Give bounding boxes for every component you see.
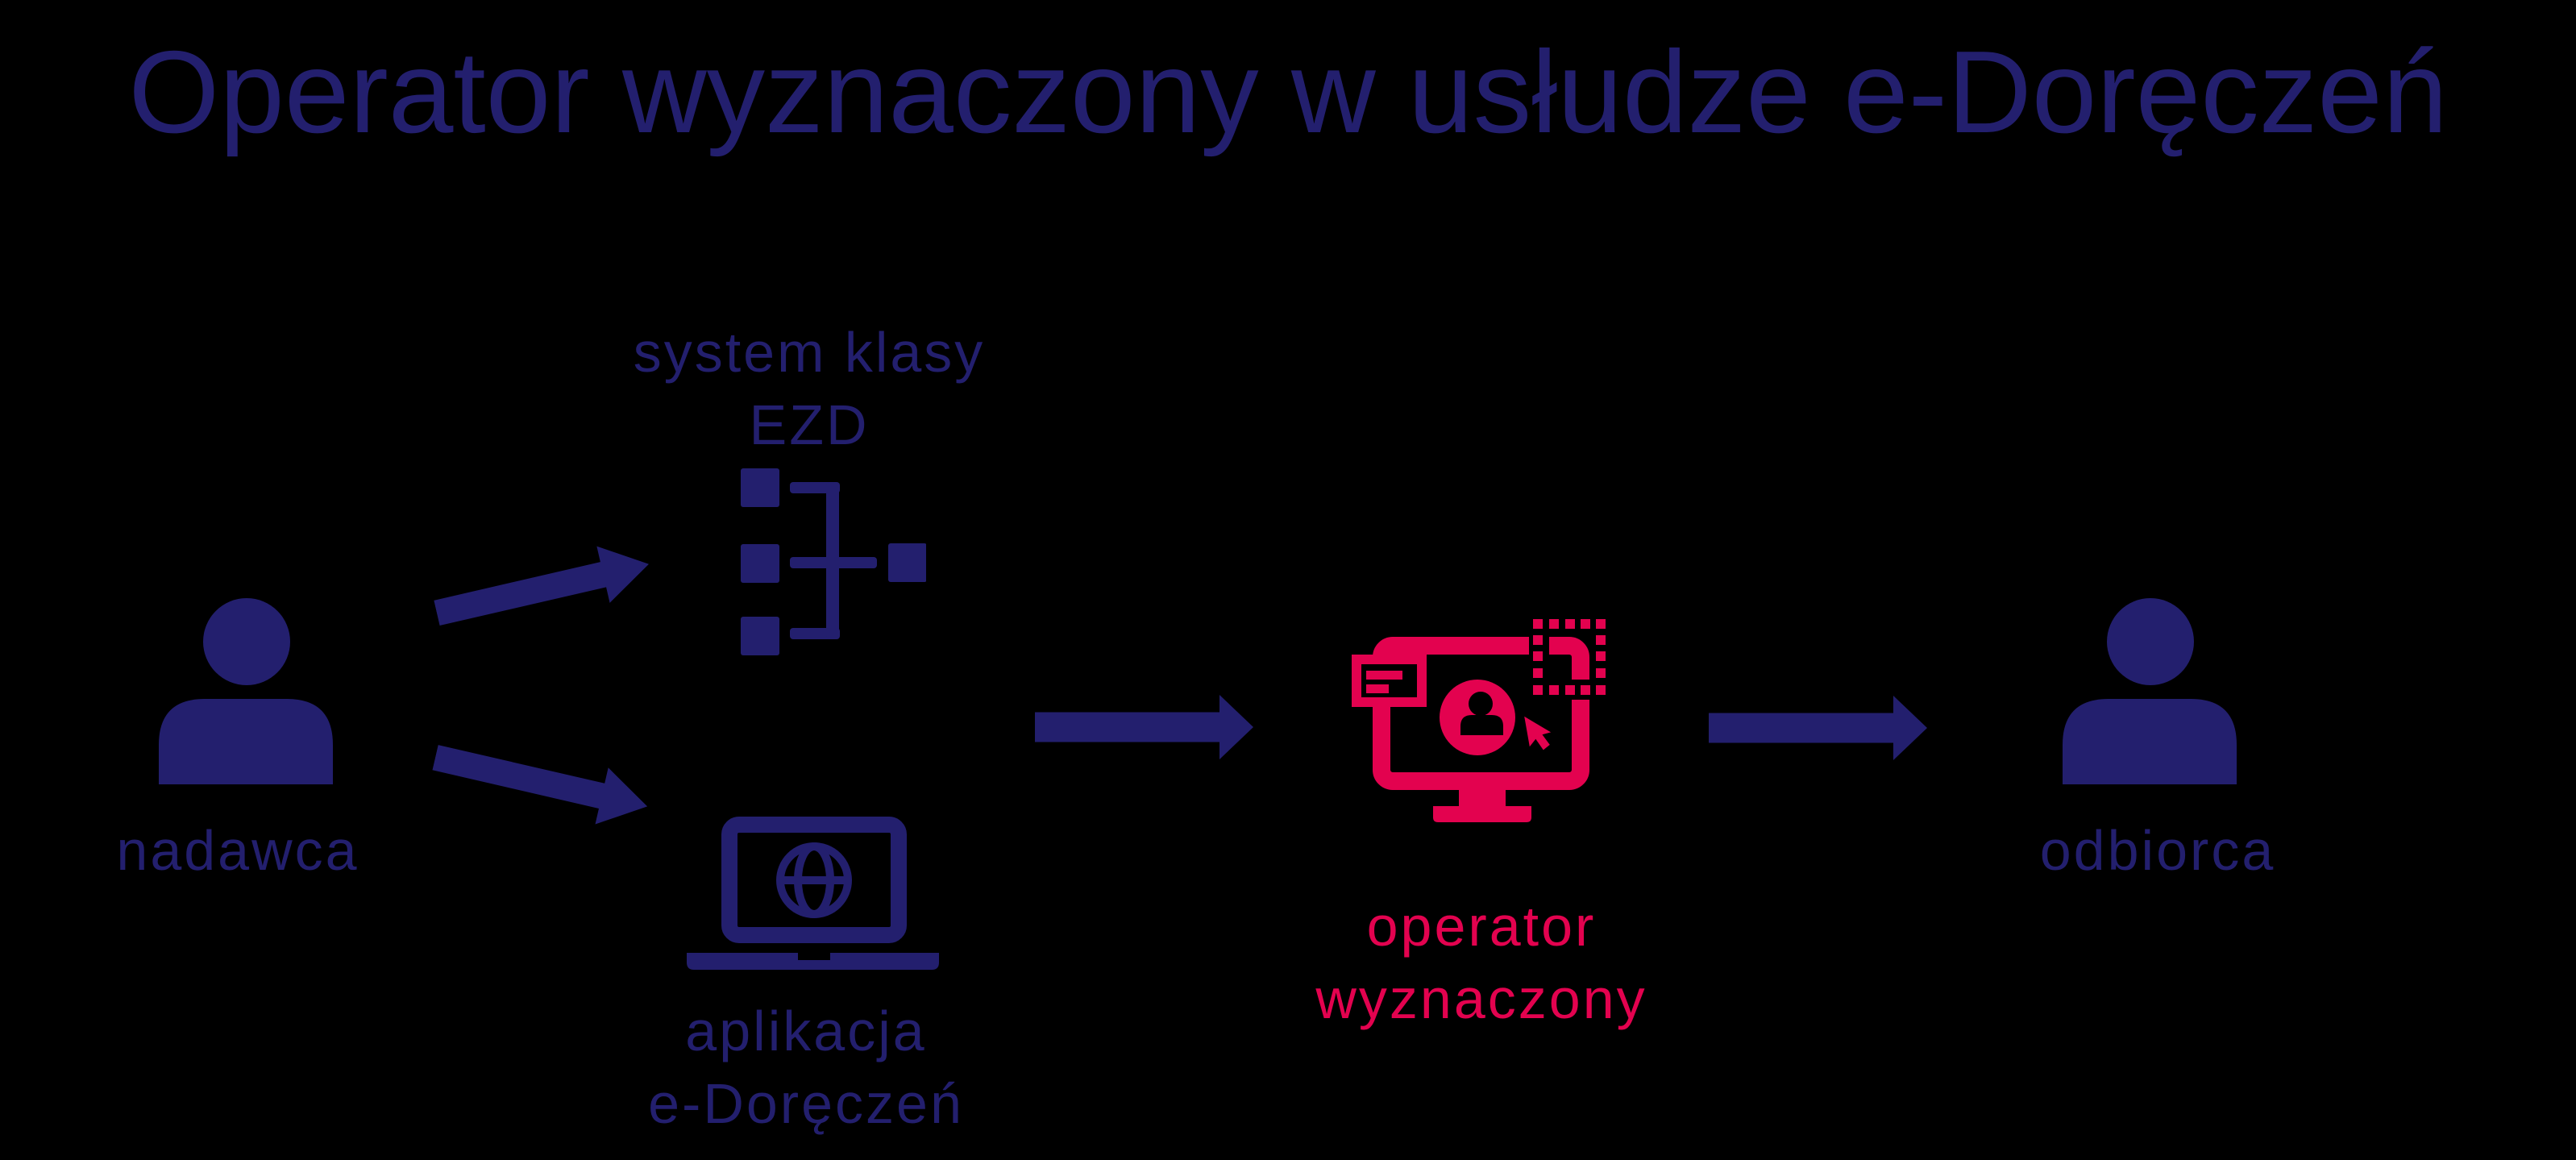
- sender-to-app-arrow: [428, 729, 654, 840]
- node-square: [741, 544, 779, 583]
- node-square: [741, 617, 779, 655]
- user-badge-head: [1469, 692, 1493, 716]
- node-square: [888, 543, 926, 582]
- arrow-shape: [434, 546, 649, 626]
- systems-to-operator-arrow: [1035, 695, 1254, 763]
- designated-operator-label: operator wyznaczony: [1315, 890, 1647, 1035]
- laptop-notch: [798, 953, 830, 960]
- page-title: Operator wyznaczony w usłudze e-Doręczeń: [128, 27, 2448, 157]
- designated-operator-label-line2: wyznaczony: [1315, 967, 1647, 1030]
- selection-marquee-icon: [1533, 619, 1606, 695]
- edelivery-app-label-line2: e-Doręczeń: [648, 1072, 964, 1135]
- ezd-system-label-line2: EZD: [749, 393, 870, 456]
- monitor-frame: [1373, 637, 1589, 790]
- person-head: [203, 598, 290, 685]
- sender-to-ezd-arrow: [430, 535, 657, 647]
- user-badge-body: [1460, 715, 1503, 735]
- org-structure-icon: [741, 468, 926, 655]
- node-square: [741, 468, 779, 507]
- edelivery-app-label: aplikacja e-Doręczeń: [648, 995, 964, 1140]
- person-body: [2063, 699, 2237, 784]
- arrow-shape: [1709, 696, 1927, 760]
- monitor-stand-base: [1433, 806, 1531, 822]
- edelivery-app-label-line1: aplikacja: [685, 1000, 927, 1062]
- message-card-line: [1366, 671, 1402, 680]
- arrow-shape: [1035, 695, 1253, 759]
- person-body: [159, 699, 333, 784]
- laptop-screen: [721, 817, 907, 943]
- operator-to-receiver-arrow: [1709, 696, 1928, 764]
- receiver-label: odbiorca: [2039, 819, 2276, 882]
- designated-operator-label-line1: operator: [1366, 895, 1597, 958]
- sender-label: nadawca: [116, 819, 359, 882]
- cursor-icon: [1524, 716, 1552, 750]
- person-icon: [159, 598, 333, 784]
- connector-line: [790, 557, 877, 568]
- arrow-shape: [432, 745, 648, 825]
- ezd-system-label-line1: system klasy: [633, 321, 986, 384]
- person-head: [2107, 598, 2194, 685]
- ezd-system-label: system klasy EZD: [634, 316, 986, 461]
- message-card-line: [1366, 684, 1389, 693]
- person-icon: [2063, 598, 2237, 784]
- monitor-contact-cursor-icon: [1352, 619, 1606, 822]
- laptop-globe-icon: [687, 817, 939, 970]
- globe-equator: [779, 876, 850, 884]
- message-card-icon: [1352, 655, 1427, 707]
- laptop-base: [687, 953, 939, 970]
- monitor-stand-neck: [1459, 790, 1506, 808]
